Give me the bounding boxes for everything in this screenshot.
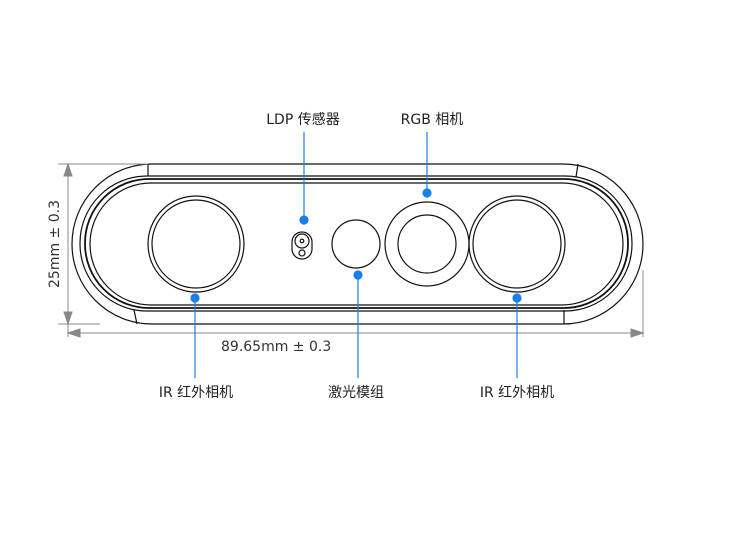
label-ir-camera-left: IR 红外相机 — [158, 385, 234, 401]
width-dimension: 89.65mm ± 0.3 — [221, 339, 332, 355]
bezel-inner — [89, 182, 624, 306]
laser-marker — [353, 270, 363, 280]
label-ir-camera-right: IR 红外相机 — [479, 385, 555, 401]
ldp-sensor — [291, 231, 313, 260]
ldp-marker — [299, 215, 309, 225]
height-dimension: 25mm ± 0.3 — [47, 200, 63, 288]
ir-camera-right-lens — [468, 195, 566, 293]
label-ldp-sensor: LDP 传感器 — [266, 112, 340, 128]
ir-camera-left-lens — [147, 195, 245, 293]
bezel-mid — [84, 178, 629, 309]
ir-right-marker — [512, 293, 522, 303]
laser-module-lens — [331, 219, 381, 269]
label-laser-module: 激光模组 — [328, 385, 384, 401]
ir-left-marker — [190, 293, 200, 303]
rgb-marker — [422, 188, 432, 198]
label-rgb-camera: RGB 相机 — [400, 112, 464, 128]
bezel-outer — [79, 175, 633, 312]
